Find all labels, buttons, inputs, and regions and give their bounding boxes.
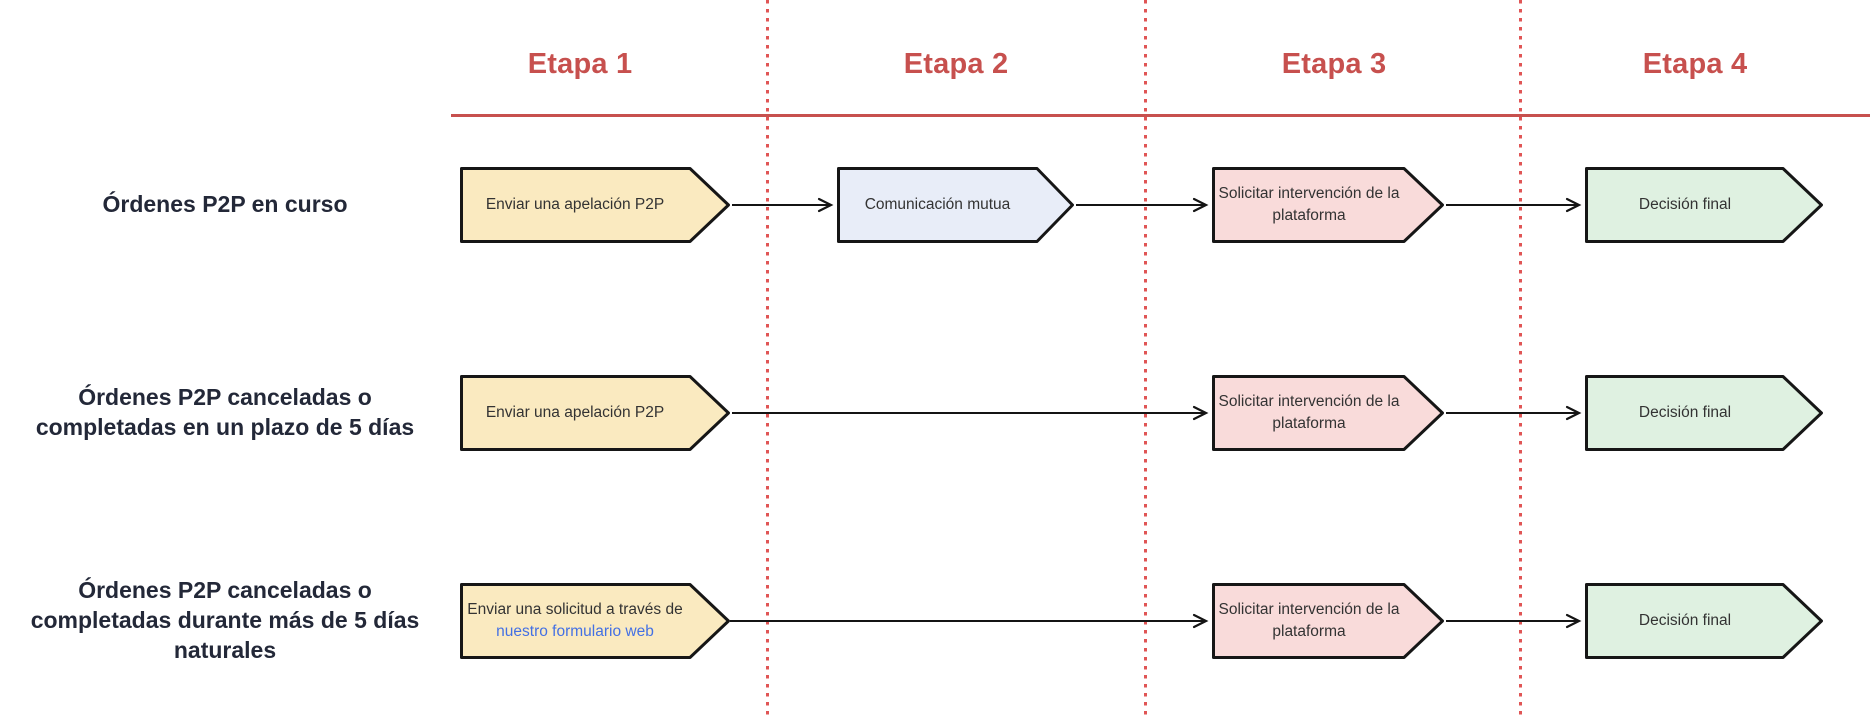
- step-enviar-solicitud-formulario: Enviar una solicitud a través de nuestro…: [460, 583, 730, 659]
- pentagon-shape: [1212, 583, 1444, 659]
- step-decision-final-row1: Decisión final: [1585, 167, 1823, 243]
- step-label-prefix: Enviar una solicitud a través de: [467, 601, 683, 618]
- step-label: Decisión final: [1638, 612, 1732, 629]
- step-solicitar-intervencion-row3: Solicitar intervención de la plataforma: [1212, 583, 1444, 659]
- pentagon-shape: [460, 583, 730, 659]
- step-enviar-apelacion-row1: Enviar una apelación P2P: [460, 167, 730, 243]
- pentagon-shape: [460, 167, 730, 243]
- step-label: Solicitar intervención de la plataforma: [1218, 393, 1400, 432]
- row-label-canceladas-mas-5-dias: Órdenes P2P canceladas o completadas dur…: [30, 577, 420, 663]
- stage-header-etapa-4: Etapa 4: [1642, 47, 1748, 80]
- stage-header-etapa-3: Etapa 3: [1281, 47, 1387, 80]
- step-label: Enviar una apelación P2P: [485, 404, 665, 421]
- step-label: Enviar una apelación P2P: [485, 196, 665, 213]
- stage-header-etapa-2: Etapa 2: [903, 47, 1009, 80]
- pentagon-shape: [837, 167, 1074, 243]
- row-label-canceladas-5-dias: Órdenes P2P canceladas o completadas en …: [35, 384, 415, 440]
- step-label: Solicitar intervención de la plataforma: [1218, 185, 1400, 224]
- column-separator-1: [766, 0, 769, 719]
- step-decision-final-row3: Decisión final: [1585, 583, 1823, 659]
- row-label-ordenes-en-curso: Órdenes P2P en curso: [102, 191, 348, 218]
- pentagon-shape: [1212, 375, 1444, 451]
- column-separator-3: [1519, 0, 1522, 719]
- stage-header-etapa-1: Etapa 1: [527, 47, 633, 80]
- pentagon-shape: [1585, 583, 1823, 659]
- step-decision-final-row2: Decisión final: [1585, 375, 1823, 451]
- step-enviar-apelacion-row2: Enviar una apelación P2P: [460, 375, 730, 451]
- stage-header-rule: [451, 114, 1870, 117]
- step-label: Decisión final: [1638, 196, 1732, 213]
- step-label: Comunicación mutua: [864, 196, 1011, 213]
- step-solicitar-intervencion-row2: Solicitar intervención de la plataforma: [1212, 375, 1444, 451]
- step-comunicacion-mutua: Comunicación mutua: [837, 167, 1074, 243]
- formulario-web-link[interactable]: nuestro formulario web: [496, 623, 654, 640]
- pentagon-shape: [1212, 167, 1444, 243]
- pentagon-shape: [1585, 167, 1823, 243]
- step-solicitar-intervencion-row1: Solicitar intervención de la plataforma: [1212, 167, 1444, 243]
- step-label: Solicitar intervención de la plataforma: [1218, 601, 1400, 640]
- pentagon-shape: [460, 375, 730, 451]
- pentagon-shape: [1585, 375, 1823, 451]
- column-separator-2: [1144, 0, 1147, 719]
- step-label: Decisión final: [1638, 404, 1732, 421]
